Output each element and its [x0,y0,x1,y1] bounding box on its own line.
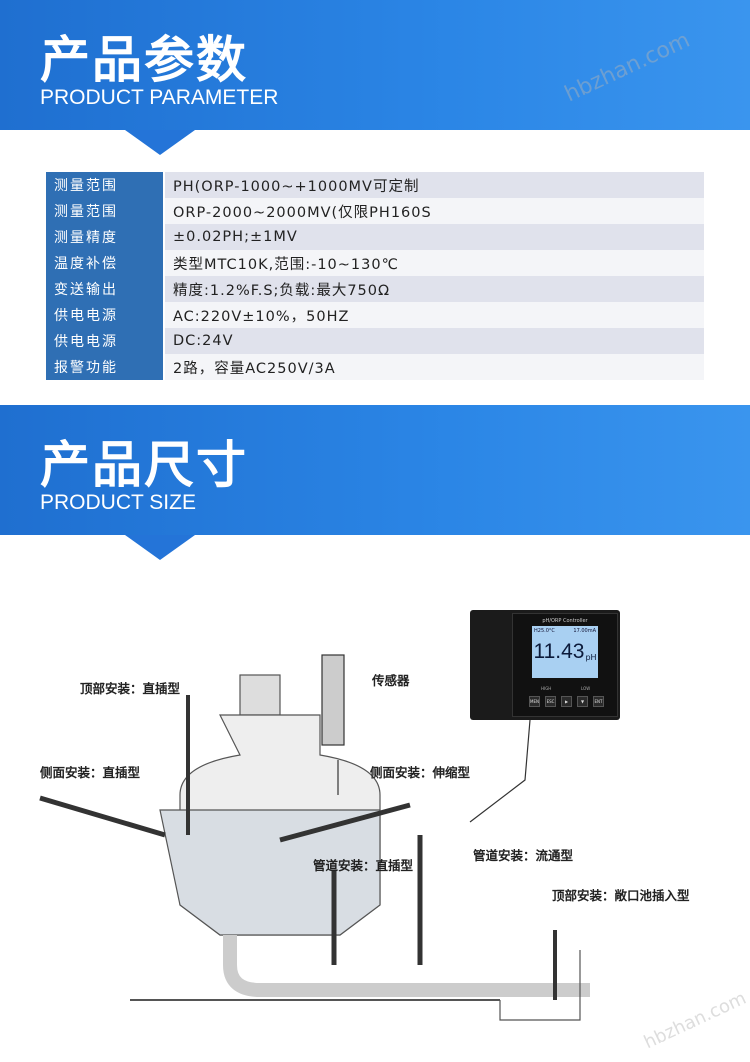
section-subtitle: PRODUCT PARAMETER [40,86,279,109]
label-open-pool: 顶部安装：敞口池插入型 [552,888,690,903]
controller-buttons: MENU ESC ▶ ▼ ENT [529,696,604,707]
section-title: 产品尺寸 [40,436,248,494]
param-value: 精度:1.2%F.S;负载:最大750Ω [164,276,704,302]
param-key: 供电电源 [46,328,165,354]
param-row: 变送输出精度:1.2%F.S;负载:最大750Ω [46,276,704,302]
param-row: 温度补偿类型MTC10K,范围:-10~130℃ [46,250,704,276]
size-header: 产品尺寸 PRODUCT SIZE [0,405,750,560]
param-key: 报警功能 [46,354,165,380]
probes [39,654,557,1000]
label-top-insert: 顶部安装：直插型 [80,681,181,696]
label-side-retract: 侧面安装：伸缩型 [370,765,471,780]
ph-unit: pH [585,653,597,662]
param-key: 变送输出 [46,276,165,302]
temp-readout: H25.0°C [534,628,555,634]
controller-button: ENT [593,696,604,707]
ph-readout: 11.43 pH [533,640,597,664]
tank [159,674,590,997]
ph-value: 11.43 [533,640,585,663]
installation-diagram [39,654,590,1021]
label-side-insert: 侧面安装：直插型 [40,765,141,780]
ground [130,950,581,1021]
param-value: ORP-2000~2000MV(仅限PH160S [164,198,704,224]
controller-button: MENU [529,696,540,707]
param-key: 测量范围 [46,198,165,224]
controller-button: ▶ [561,696,572,707]
param-value: 类型MTC10K,范围:-10~130℃ [164,250,704,276]
low-label: LOW [581,686,591,691]
label-pipe-insert: 管道安装：直插型 [313,858,414,873]
controller-button: ▼ [577,696,588,707]
ph-controller: pH/ORP Controller H25.0°C 17.00mA 11.43 … [470,610,620,720]
label-sensor: 传感器 [372,673,410,688]
header-notch [125,130,195,155]
param-key: 测量范围 [46,172,165,198]
param-key: 温度补偿 [46,250,165,276]
high-label: HIGH [541,686,552,691]
controller-button: ESC [545,696,556,707]
parameter-header: 产品参数 PRODUCT PARAMETER [0,0,750,155]
current-readout: 17.00mA [573,628,596,634]
param-value: 2路，容量AC250V/3A [164,354,704,380]
param-key: 测量精度 [46,224,165,250]
param-key: 供电电源 [46,302,165,328]
param-value: AC:220V±10%，50HZ [164,302,704,328]
param-value: DC:24V [164,328,704,354]
controller-title: pH/ORP Controller [542,618,588,624]
param-row: 测量精度±0.02PH;±1MV [46,224,704,250]
section-title: 产品参数 [40,31,248,89]
param-value: PH(ORP-1000~+1000MV可定制 [164,172,704,198]
controller-screen: H25.0°C 17.00mA 11.43 pH [532,626,598,678]
section-subtitle: PRODUCT SIZE [40,491,196,514]
label-pipe-flow: 管道安装：流通型 [473,848,574,863]
header-notch [125,535,195,560]
param-value: ±0.02PH;±1MV [164,224,704,250]
